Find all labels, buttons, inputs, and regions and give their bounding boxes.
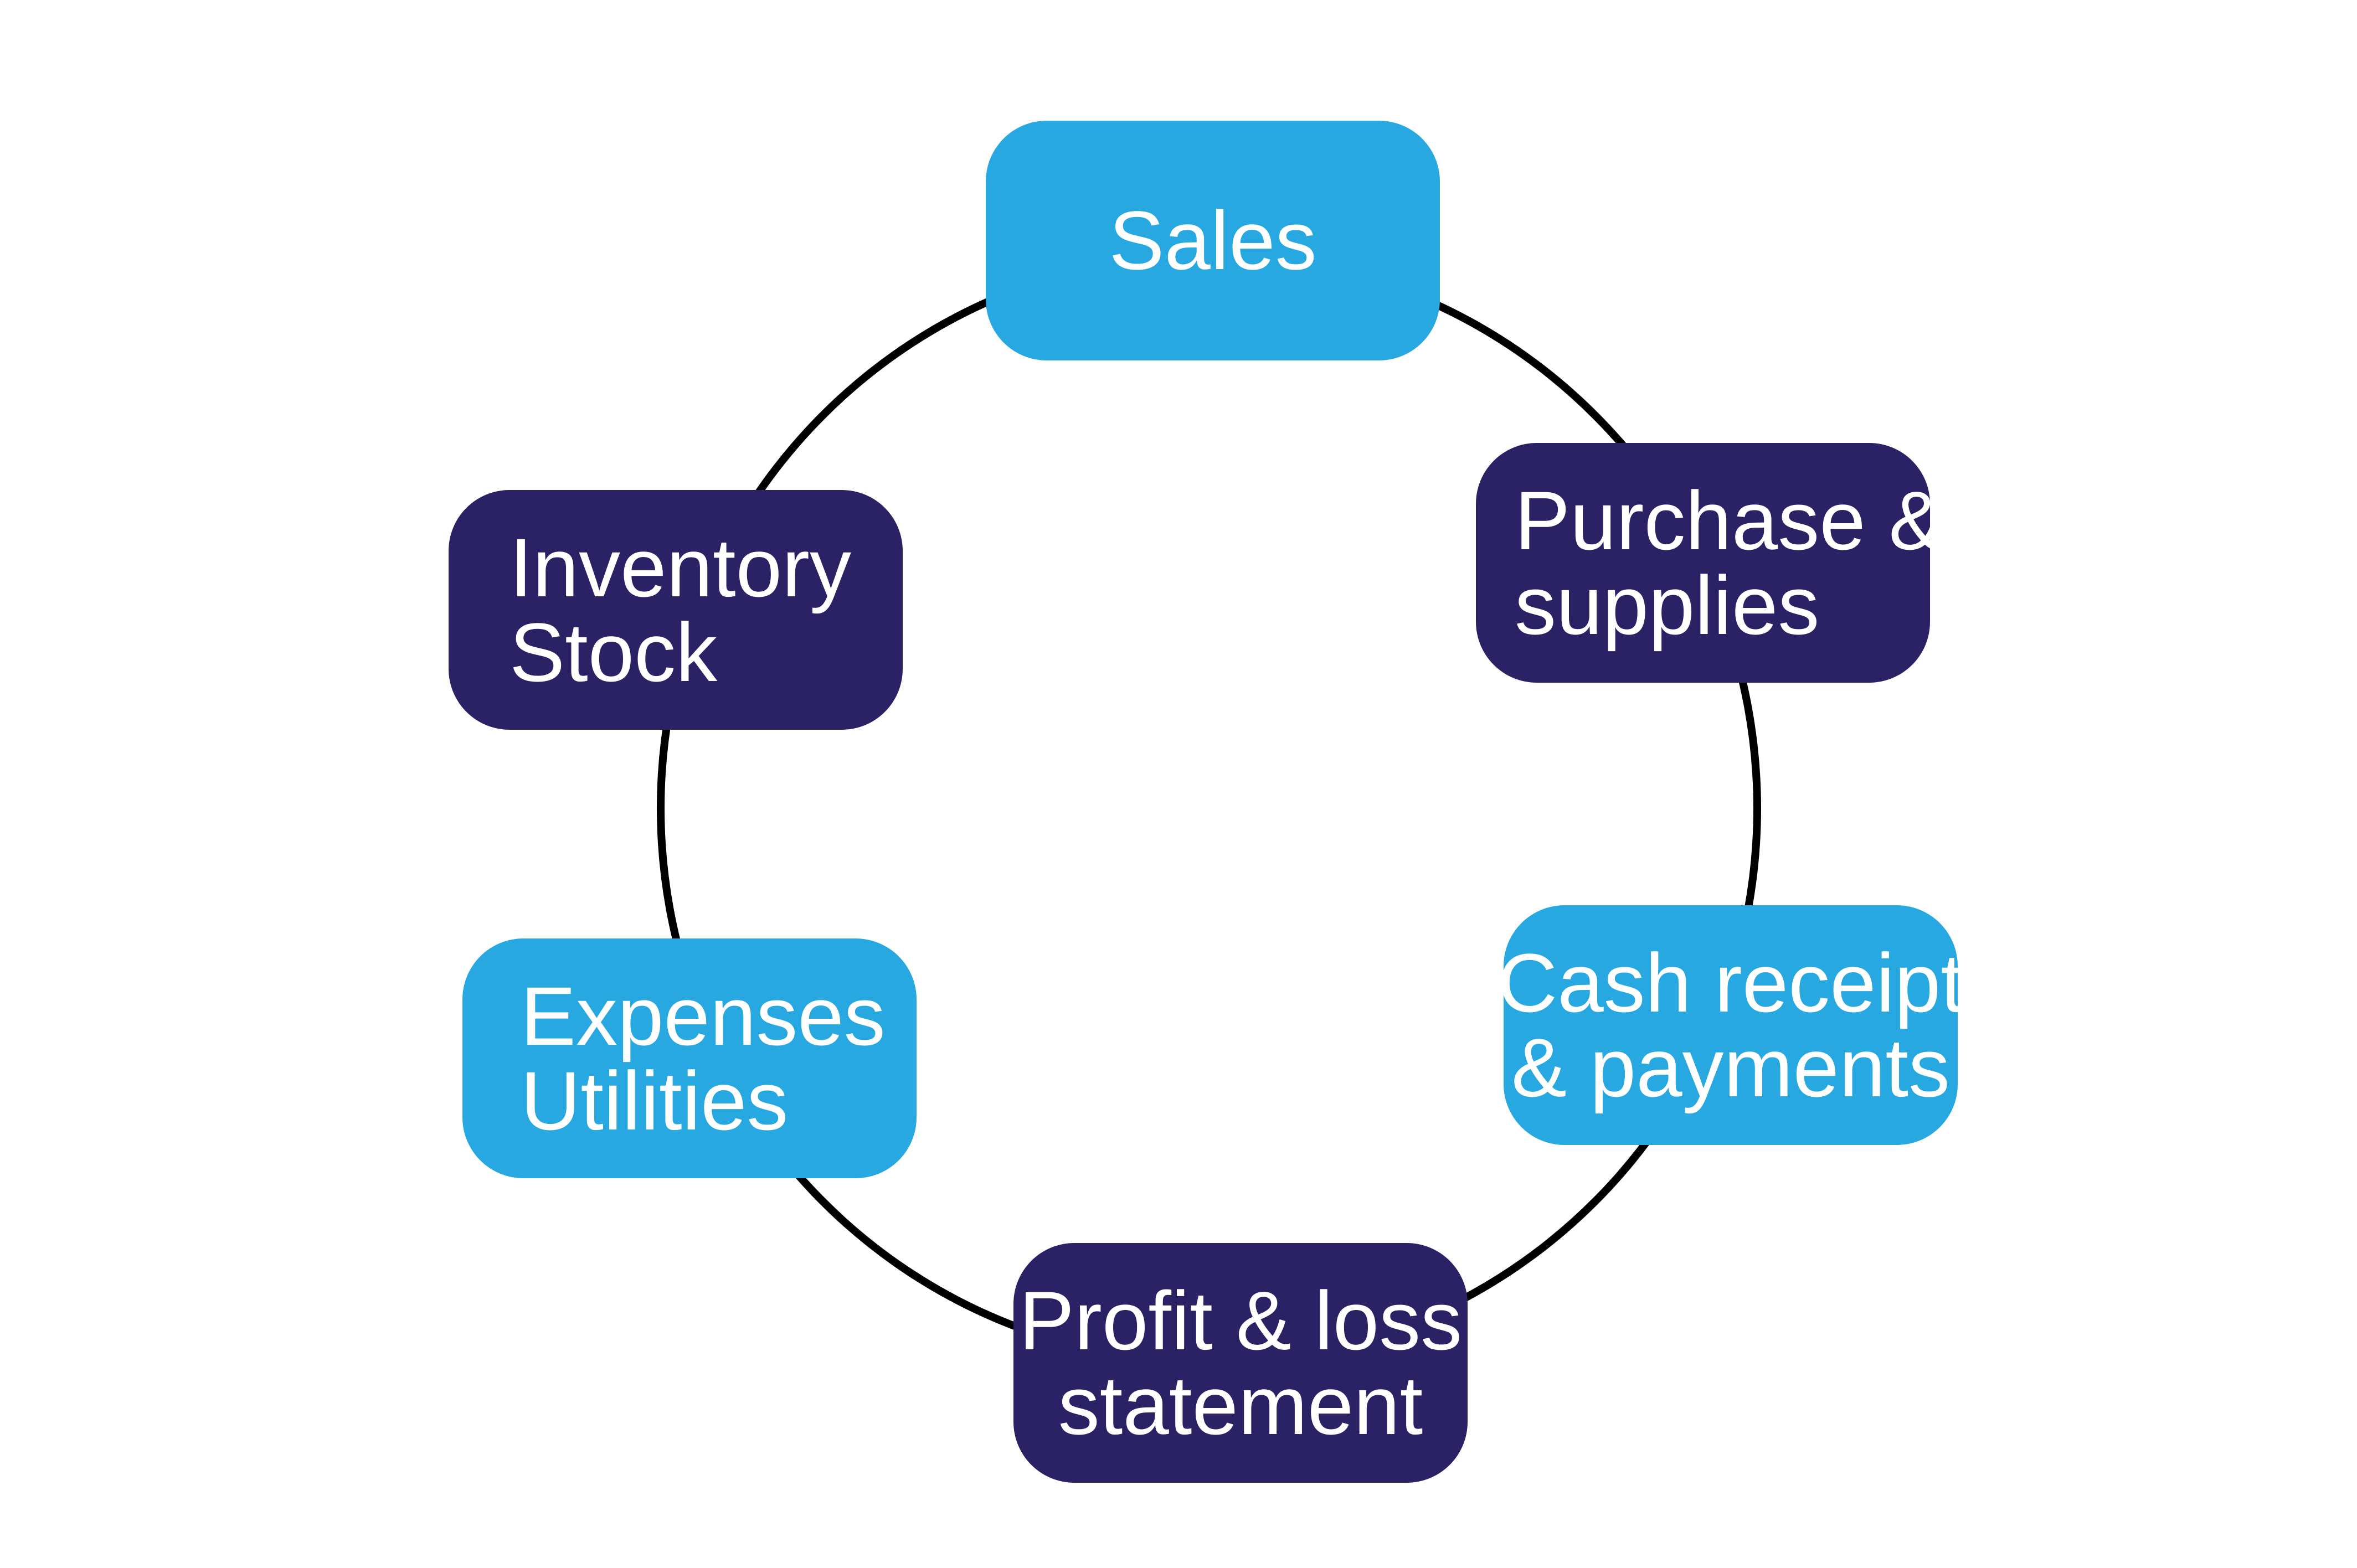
- node-cash-line-2: & payments: [1511, 1020, 1951, 1114]
- node-profit-loss-statement: Profit & loss statement: [1013, 1243, 1468, 1483]
- node-purchase-supplies: Purchase & supplies: [1476, 443, 1944, 683]
- node-expenses-utilities: Expenses Utilities: [462, 938, 917, 1178]
- node-profit-line-1: Profit & loss: [1018, 1273, 1463, 1367]
- node-expenses-line-1: Expenses: [521, 969, 886, 1062]
- node-purchase-line-1: Purchase &: [1515, 473, 1944, 567]
- node-expenses-line-2: Utilities: [521, 1054, 789, 1147]
- node-inventory-stock: Inventory Stock: [449, 490, 903, 730]
- node-purchase-line-2: supplies: [1515, 558, 1820, 652]
- node-profit-line-2: statement: [1058, 1358, 1423, 1452]
- node-sales-line-1: Sales: [1109, 194, 1317, 287]
- node-sales: Sales: [986, 121, 1440, 360]
- node-cash-receipt-payments: Cash receipt & payments: [1497, 905, 1964, 1145]
- node-inventory-line-1: Inventory: [510, 520, 851, 614]
- node-inventory-line-2: Stock: [510, 605, 718, 699]
- node-cash-line-1: Cash receipt: [1497, 936, 1964, 1029]
